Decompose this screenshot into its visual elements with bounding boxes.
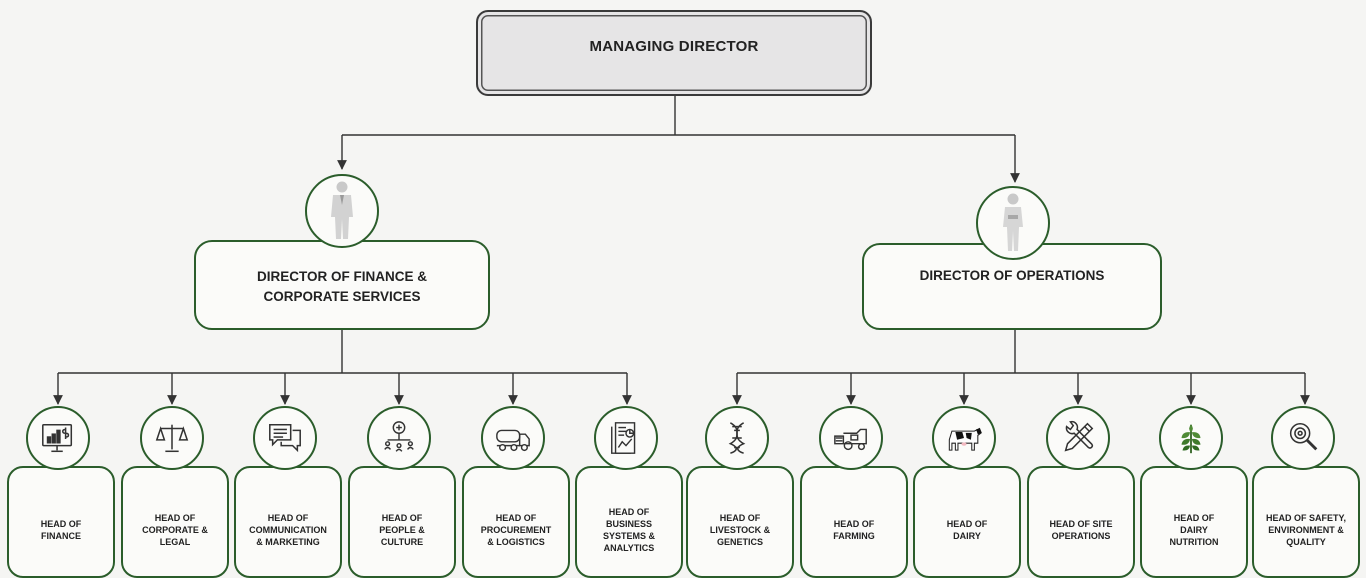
dna-icon	[705, 406, 769, 470]
head-dairy-nutrition-label: HEAD OF DAIRY NUTRITION	[1169, 513, 1219, 547]
head-site-operations-box: HEAD OF SITE OPERATIONS	[1027, 466, 1135, 578]
head-procurement-label: HEAD OF PROCUREMENT & LOGISTICS	[480, 513, 552, 547]
head-corporate-legal-box: HEAD OF CORPORATE & LEGAL	[121, 466, 229, 578]
head-finance-label: HEAD OF FINANCE	[40, 519, 82, 541]
head-livestock-label: HEAD OF LIVESTOCK & GENETICS	[709, 513, 771, 547]
head-dairy-nutrition-box: HEAD OF DAIRY NUTRITION	[1140, 466, 1248, 578]
head-people-culture-box: HEAD OF PEOPLE & CULTURE	[348, 466, 456, 578]
head-safety-box: HEAD OF SAFETY, ENVIRONMENT & QUALITY	[1252, 466, 1360, 578]
director-finance-box: DIRECTOR OF FINANCE & CORPORATE SERVICES	[194, 240, 490, 330]
financial-chart-icon	[26, 406, 90, 470]
head-livestock-box: HEAD OF LIVESTOCK & GENETICS	[686, 466, 794, 578]
director-finance-label: DIRECTOR OF FINANCE & CORPORATE SERVICES	[256, 269, 427, 304]
scales-of-justice-icon	[140, 406, 204, 470]
people-network-icon	[367, 406, 431, 470]
tanker-truck-icon	[481, 406, 545, 470]
head-communication-label: HEAD OF COMMUNICATION & MARKETING	[249, 513, 327, 547]
head-communication-box: HEAD OF COMMUNICATION & MARKETING	[234, 466, 342, 578]
head-finance-box: HEAD OF FINANCE	[7, 466, 115, 578]
cow-icon	[932, 406, 996, 470]
head-dairy-box: HEAD OF DAIRY	[913, 466, 1021, 578]
businessman-icon	[305, 174, 379, 248]
head-corporate-legal-label: HEAD OF CORPORATE & LEGAL	[142, 513, 208, 547]
head-safety-label: HEAD OF SAFETY, ENVIRONMENT & QUALITY	[1265, 513, 1346, 547]
managing-director-label: MANAGING DIRECTOR	[589, 37, 759, 55]
businesswoman-icon	[976, 186, 1050, 260]
combine-harvester-icon	[819, 406, 883, 470]
chat-bubbles-icon	[253, 406, 317, 470]
magnifier-icon	[1271, 406, 1335, 470]
head-business-systems-label: HEAD OF BUSINESS SYSTEMS & ANALYTICS	[602, 507, 655, 553]
report-analytics-icon	[594, 406, 658, 470]
head-procurement-box: HEAD OF PROCUREMENT & LOGISTICS	[462, 466, 570, 578]
head-business-systems-box: HEAD OF BUSINESS SYSTEMS & ANALYTICS	[575, 466, 683, 578]
director-operations-label: DIRECTOR OF OPERATIONS	[919, 267, 1105, 283]
head-dairy-label: HEAD OF DAIRY	[946, 519, 988, 541]
wrench-pencil-icon	[1046, 406, 1110, 470]
head-site-operations-label: HEAD OF SITE OPERATIONS	[1049, 519, 1113, 541]
head-people-culture-label: HEAD OF PEOPLE & CULTURE	[379, 513, 425, 547]
head-farming-label: HEAD OF FARMING	[833, 519, 875, 541]
head-farming-box: HEAD OF FARMING	[800, 466, 908, 578]
managing-director-box: MANAGING DIRECTOR	[476, 10, 872, 96]
wheat-icon	[1159, 406, 1223, 470]
